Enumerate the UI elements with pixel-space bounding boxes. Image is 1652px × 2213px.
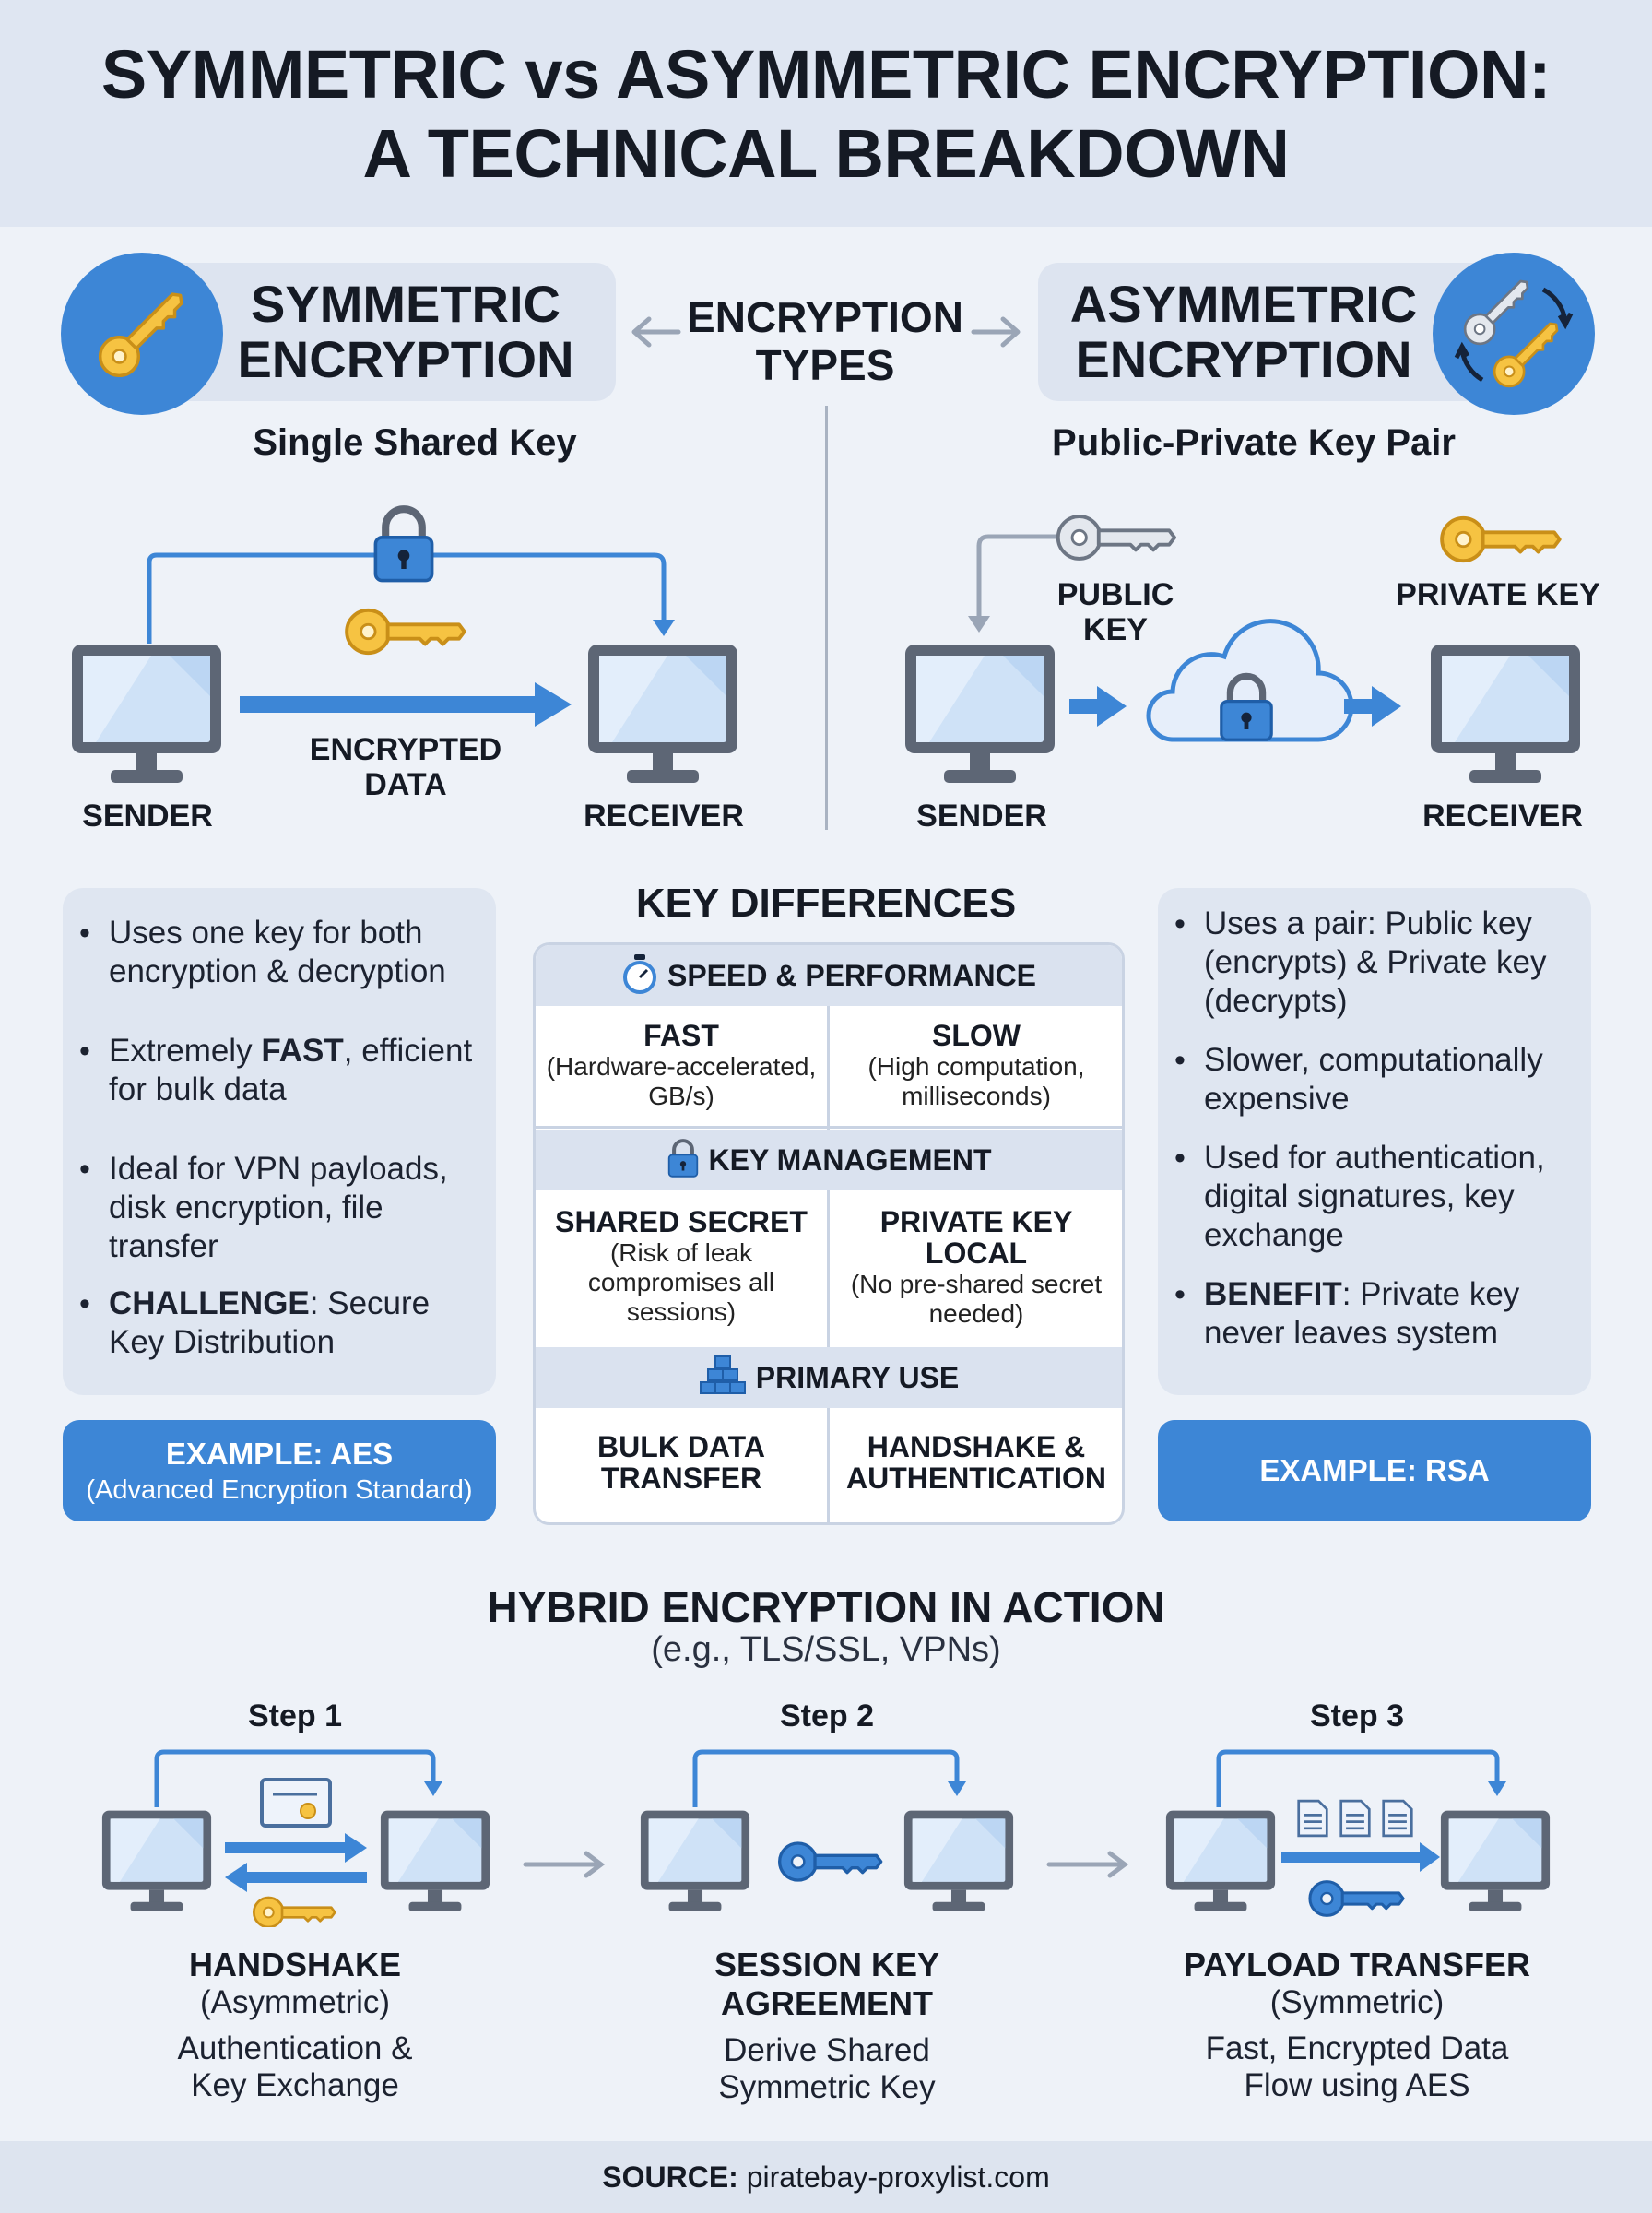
center-divider — [825, 406, 828, 830]
symmetric-title: SYMMETRIC ENCRYPTION — [194, 277, 618, 387]
gold-key-icon — [345, 608, 466, 656]
encryption-types-label: ENCRYPTION TYPES — [636, 293, 1014, 389]
asymmetric-sender-label: SENDER — [916, 799, 1047, 834]
symmetric-title-line1: SYMMETRIC — [251, 275, 560, 333]
header-band — [0, 0, 1652, 227]
footer-source: SOURCE: piratebay-proxylist.com — [0, 2141, 1652, 2213]
symmetric-subtitle: Single Shared Key — [253, 422, 577, 463]
symmetric-bullet-list: Uses one key for both encryption & decry… — [63, 888, 496, 1362]
public-key-label: PUBLIC KEY — [1056, 577, 1174, 647]
asymmetric-title: ASYMMETRIC ENCRYPTION — [1038, 277, 1449, 387]
session-key-icon — [777, 1841, 883, 1882]
speed-symmetric-cell: FAST(Hardware-accelerated, GB/s) — [546, 1019, 817, 1110]
step-2-text: SESSION KEY AGREEMENT Derive Shared Symm… — [714, 1946, 940, 2105]
receiver-monitor — [588, 645, 738, 783]
step-1-label: Step 1 — [247, 1698, 343, 1734]
speed-asymmetric-cell: SLOW(High computation, milliseconds) — [867, 1019, 1085, 1110]
example-aes-button: EXAMPLE: AES (Advanced Encryption Standa… — [63, 1420, 496, 1521]
footer-source-label: SOURCE: — [602, 2160, 738, 2194]
example-rsa-button: EXAMPLE: RSA — [1158, 1420, 1591, 1521]
bullet-item: CHALLENGE: Secure Key Distribution — [79, 1284, 478, 1362]
table-divider — [827, 1190, 830, 1347]
bullet-item: Ideal for VPN payloads, disk encryption,… — [79, 1150, 478, 1266]
monitor — [640, 1810, 750, 1911]
asymmetric-subtitle: Public-Private Key Pair — [1052, 422, 1456, 463]
primary-use-symmetric-cell: BULK DATA TRANSFER — [597, 1430, 765, 1495]
symmetric-features-panel: Uses one key for both encryption & decry… — [63, 888, 496, 1395]
key-management-header: KEY MANAGEMENT — [536, 1130, 1122, 1190]
encrypted-data-label: ENCRYPTED DATA — [309, 732, 502, 802]
bullet-item: Used for authentication, digital signatu… — [1174, 1139, 1573, 1255]
bullet-item: Uses a pair: Public key (encrypts) & Pri… — [1174, 905, 1573, 1021]
symmetric-title-line2: ENCRYPTION — [237, 330, 574, 388]
document-icon — [1382, 1799, 1413, 1838]
footer-source-link[interactable]: piratebay-proxylist.com — [746, 2160, 1050, 2194]
asymmetric-bullet-list: Uses a pair: Public key (encrypts) & Pri… — [1158, 888, 1591, 1353]
private-key-icon — [1440, 515, 1562, 563]
symmetric-receiver-label: RECEIVER — [584, 799, 744, 834]
monitor — [1440, 1810, 1551, 1911]
lock-icon — [375, 509, 431, 580]
encryption-types-line1: ENCRYPTION — [687, 293, 963, 341]
page-title-line1: SYMMETRIC vs ASYMMETRIC ENCRYPTION: — [100, 36, 1552, 112]
arrow-left-icon — [631, 316, 681, 348]
table-divider — [827, 1006, 830, 1130]
bullet-item: BENEFIT: Private key never leaves system — [1174, 1275, 1573, 1353]
symmetric-key-icon — [61, 253, 223, 415]
step-1-text: HANDSHAKE (Asymmetric) Authentication & … — [177, 1946, 413, 2103]
private-key-label: PRIVATE KEY — [1396, 577, 1600, 612]
stopwatch-icon — [622, 954, 656, 994]
lock-icon — [667, 1137, 700, 1179]
receiver-monitor — [1431, 645, 1580, 783]
hybrid-title: HYBRID ENCRYPTION IN ACTION — [487, 1583, 1165, 1631]
key-pair-icon — [1433, 253, 1595, 415]
bullet-item: Slower, computationally expensive — [1174, 1041, 1573, 1118]
monitor — [1165, 1810, 1276, 1911]
symmetric-sender-label: SENDER — [82, 799, 213, 834]
sender-monitor — [72, 645, 221, 783]
key-differences-table: SPEED & PERFORMANCE FAST(Hardware-accele… — [533, 942, 1125, 1525]
key-differences-heading: KEY DIFFERENCES — [635, 881, 1017, 926]
arrow-right-icon — [971, 316, 1021, 348]
asymmetric-title-line2: ENCRYPTION — [1075, 330, 1412, 388]
monitor — [380, 1810, 490, 1911]
hybrid-subtitle: (e.g., TLS/SSL, VPNs) — [651, 1630, 1001, 1669]
document-icon — [1339, 1799, 1371, 1838]
gold-key-icon — [252, 1896, 336, 1927]
key-management-asymmetric-cell: PRIVATE KEY LOCAL(No pre-shared secret n… — [850, 1205, 1103, 1328]
step-3-text: PAYLOAD TRANSFER (Symmetric) Fast, Encry… — [1183, 1946, 1531, 2103]
sender-monitor — [905, 645, 1055, 783]
hybrid-diagram — [101, 1749, 1551, 1927]
monitor — [101, 1810, 212, 1911]
bullet-item: Uses one key for both encryption & decry… — [79, 914, 478, 991]
asymmetric-receiver-label: RECEIVER — [1422, 799, 1583, 834]
step-3-label: Step 3 — [1309, 1698, 1405, 1734]
step-2-label: Step 2 — [779, 1698, 875, 1734]
asymmetric-title-line1: ASYMMETRIC — [1069, 275, 1418, 333]
key-management-symmetric-cell: SHARED SECRET(Risk of leak compromises a… — [555, 1205, 808, 1326]
public-key-icon — [1056, 515, 1176, 561]
certificate-icon — [260, 1778, 332, 1828]
page-title-line2: A TECHNICAL BREAKDOWN — [362, 115, 1290, 192]
document-icon — [1297, 1799, 1328, 1838]
cloud-icon — [1146, 619, 1354, 742]
bullet-item: Extremely FAST, efficient for bulk data — [79, 1032, 478, 1109]
primary-use-header: PRIMARY USE — [536, 1347, 1122, 1408]
symmetric-diagram — [72, 498, 738, 783]
asymmetric-diagram — [905, 515, 1580, 783]
monitor — [903, 1810, 1014, 1911]
blocks-icon — [699, 1355, 746, 1394]
encryption-types-line2: TYPES — [755, 341, 895, 389]
blue-key-icon — [1308, 1880, 1405, 1917]
primary-use-asymmetric-cell: HANDSHAKE & AUTHENTICATION — [845, 1430, 1107, 1495]
table-divider — [827, 1408, 830, 1522]
asymmetric-features-panel: Uses a pair: Public key (encrypts) & Pri… — [1158, 888, 1591, 1395]
speed-performance-header: SPEED & PERFORMANCE — [536, 945, 1122, 1006]
page-title: SYMMETRIC vs ASYMMETRIC ENCRYPTION: A TE… — [0, 35, 1652, 194]
